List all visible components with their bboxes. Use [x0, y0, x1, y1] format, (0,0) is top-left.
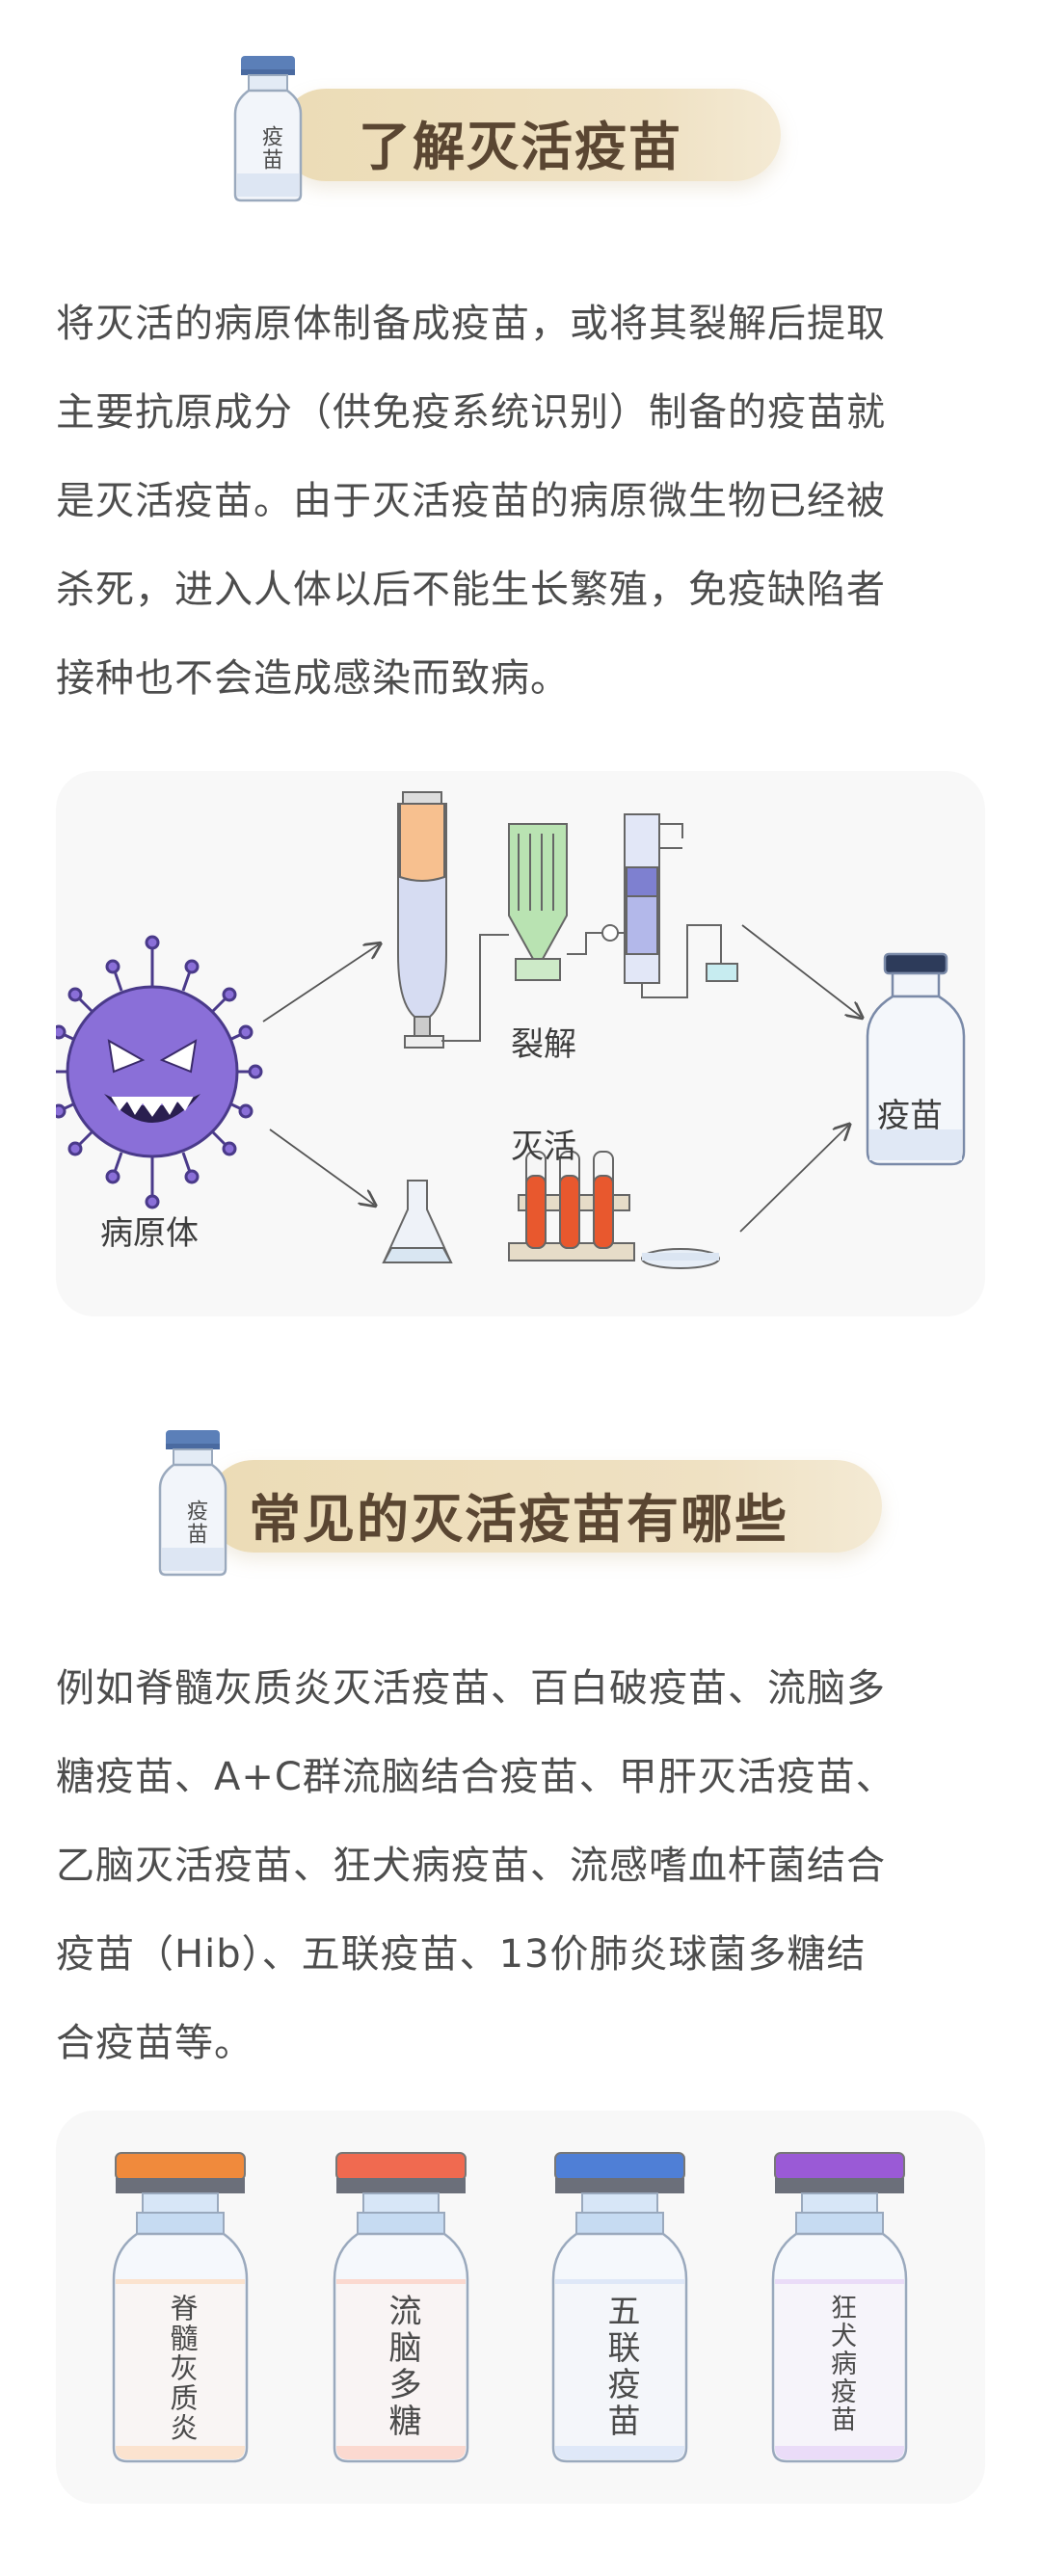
pathogen-label: 病原体: [100, 1214, 199, 1253]
paragraph-line: 将灭活的病原体制备成疫苗，或将其裂解后提取: [56, 302, 886, 346]
vial-label: 狂犬病疫苗: [826, 2294, 856, 2433]
paragraph-line: 接种也不会造成感染而致病。: [56, 656, 570, 701]
common-vaccines-panel: 脊髓灰质炎 流脑多糖 五联疫苗: [56, 2111, 985, 2504]
vaccine-vial: 狂犬病疫苗: [767, 2149, 912, 2467]
paragraph-line: 乙脑灭活疫苗、狂犬病疫苗、流感嗜血杆菌结合: [56, 1844, 886, 1888]
vial-label: 五联疫苗: [601, 2294, 640, 2440]
inactivation-apparatus: [382, 1151, 720, 1269]
vial-label: 疫苗: [258, 125, 282, 172]
lysis-label: 裂解: [511, 1025, 576, 1064]
vial-label: 疫苗: [183, 1500, 207, 1546]
vaccine-vial: 脊髓灰质炎: [108, 2149, 253, 2467]
inactivation-diagram-panel: 病原体 裂解 灭活 疫苗: [56, 771, 985, 1316]
section2-title: 常见的灭活疫苗有哪些: [249, 1489, 788, 1550]
vial-label: 流脑多糖: [383, 2294, 421, 2440]
vaccine-vial: 流脑多糖: [329, 2149, 473, 2467]
virus-icon: [56, 935, 263, 1209]
paragraph-line: 杀死，进入人体以后不能生长繁殖，免疫缺陷者: [56, 568, 886, 612]
paragraph-line: 疫苗（Hib）、五联疫苗、13价肺炎球菌多糖结: [56, 1932, 867, 1977]
vaccine-vial-icon: 疫苗: [154, 1424, 231, 1579]
section1-title: 了解灭活疫苗: [359, 117, 682, 177]
vaccine-vial: 五联疫苗: [547, 2149, 692, 2467]
section2-title-banner: [207, 1460, 882, 1553]
vial-label: 脊髓灰质炎: [166, 2294, 199, 2443]
vaccine-vial-icon: 疫苗: [229, 50, 307, 204]
vaccine-label: 疫苗: [877, 1097, 943, 1135]
inactivation-label: 灭活: [511, 1128, 576, 1166]
paragraph-line: 主要抗原成分（供免疫系统识别）制备的疫苗就: [56, 390, 886, 435]
vaccine-bottle-icon: [866, 952, 966, 1166]
paragraph-line: 是灭活疫苗。由于灭活疫苗的病原微生物已经被: [56, 479, 886, 523]
section1-title-banner: [280, 89, 781, 181]
section2-paragraph: 例如脊髓灰质炎灭活疫苗、百白破疫苗、流脑多 糖疫苗、A+C群流脑结合疫苗、甲肝灭…: [56, 1644, 1001, 2087]
lysis-apparatus: [397, 791, 738, 1049]
section1-paragraph: 将灭活的病原体制备成疫苗，或将其裂解后提取 主要抗原成分（供免疫系统识别）制备的…: [56, 279, 1001, 723]
paragraph-line: 糖疫苗、A+C群流脑结合疫苗、甲肝灭活疫苗、: [56, 1755, 895, 1799]
paragraph-line: 合疫苗等。: [56, 2021, 254, 2065]
paragraph-line: 例如脊髓灰质炎灭活疫苗、百白破疫苗、流脑多: [56, 1666, 886, 1711]
